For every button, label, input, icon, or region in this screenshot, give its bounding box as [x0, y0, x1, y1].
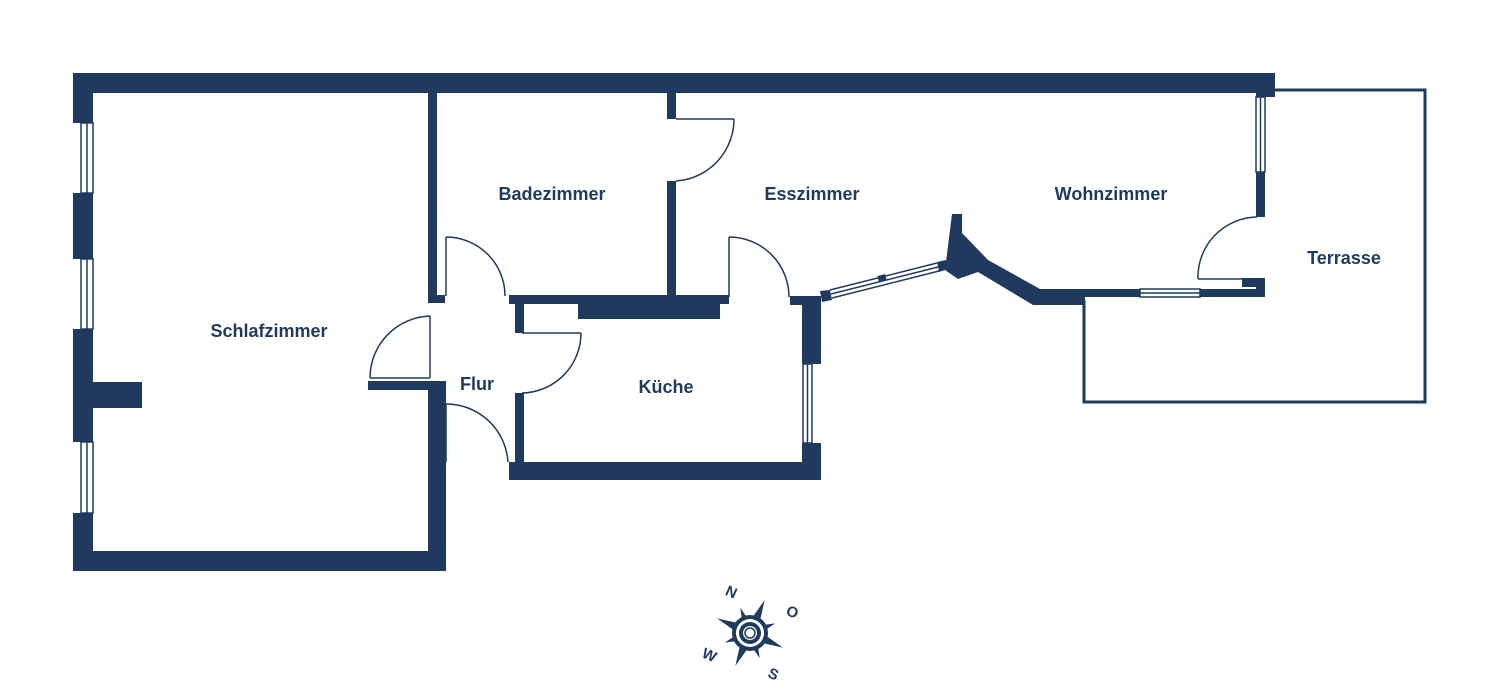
doors [369, 118, 1258, 463]
room-label-badezimmer: Badezimmer [498, 184, 605, 204]
wall-flur-left [437, 405, 446, 462]
window [1139, 288, 1201, 298]
wall-bad-kueche-thick [578, 295, 720, 319]
wall-stub [437, 295, 445, 303]
door [369, 315, 431, 379]
room-label-terrasse: Terrasse [1307, 248, 1381, 268]
window [80, 258, 94, 330]
compass-west: W [699, 645, 720, 667]
room-label-wohnzimmer: Wohnzimmer [1055, 184, 1168, 204]
outer-wall-bottom [73, 551, 446, 571]
compass-rose-icon [717, 600, 783, 666]
compass-east: O [783, 602, 801, 622]
wall-kueche-right-cap [790, 296, 820, 305]
compass-south: S [765, 665, 781, 685]
door [728, 236, 790, 298]
outer-wall-left [73, 73, 93, 123]
wall-kueche-bottom [509, 462, 821, 480]
outer-wall-top [73, 73, 1275, 93]
room-label-flur: Flur [460, 374, 494, 394]
wall-wohnzimmer-right [1256, 172, 1265, 217]
wall-wohnzimmer-right-stub [1242, 278, 1265, 287]
wall-kueche-right [802, 296, 821, 364]
compass-north: N [723, 583, 740, 603]
window [80, 122, 94, 194]
windows [80, 96, 1266, 514]
wall-schlafzimmer-right-upper [428, 93, 437, 303]
chimney-stub [73, 382, 142, 408]
door [445, 403, 509, 463]
wall-bay-angled [945, 214, 1085, 305]
window [1255, 96, 1266, 173]
wall-kueche-left [515, 304, 524, 333]
wall-wohnzimmer-bottom [1200, 289, 1265, 297]
room-label-schlafzimmer: Schlafzimmer [210, 321, 327, 341]
wall-badezimmer-right [667, 93, 676, 119]
wall-badezimmer-right [667, 181, 676, 296]
room-label-kueche: Küche [638, 377, 693, 397]
window [820, 260, 948, 302]
terrace-outline [1082, 88, 1427, 404]
wall-kueche-right [802, 443, 821, 480]
wall-wohnzimmer-right [1256, 73, 1275, 97]
door [521, 332, 582, 394]
window [80, 441, 94, 514]
walls [73, 73, 1275, 571]
room-label-esszimmer: Esszimmer [764, 184, 859, 204]
wall-wohnzimmer-right [1256, 278, 1265, 297]
door [1197, 216, 1258, 280]
outer-wall-left [73, 193, 93, 259]
door [675, 118, 735, 182]
wall-wohnzimmer-bottom [1085, 289, 1140, 297]
window [802, 363, 813, 444]
wall-kueche-left [515, 393, 524, 462]
wall-stub [368, 381, 446, 390]
door [445, 236, 506, 297]
room-labels: Schlafzimmer Badezimmer Esszimmer Wohnzi… [210, 184, 1380, 397]
